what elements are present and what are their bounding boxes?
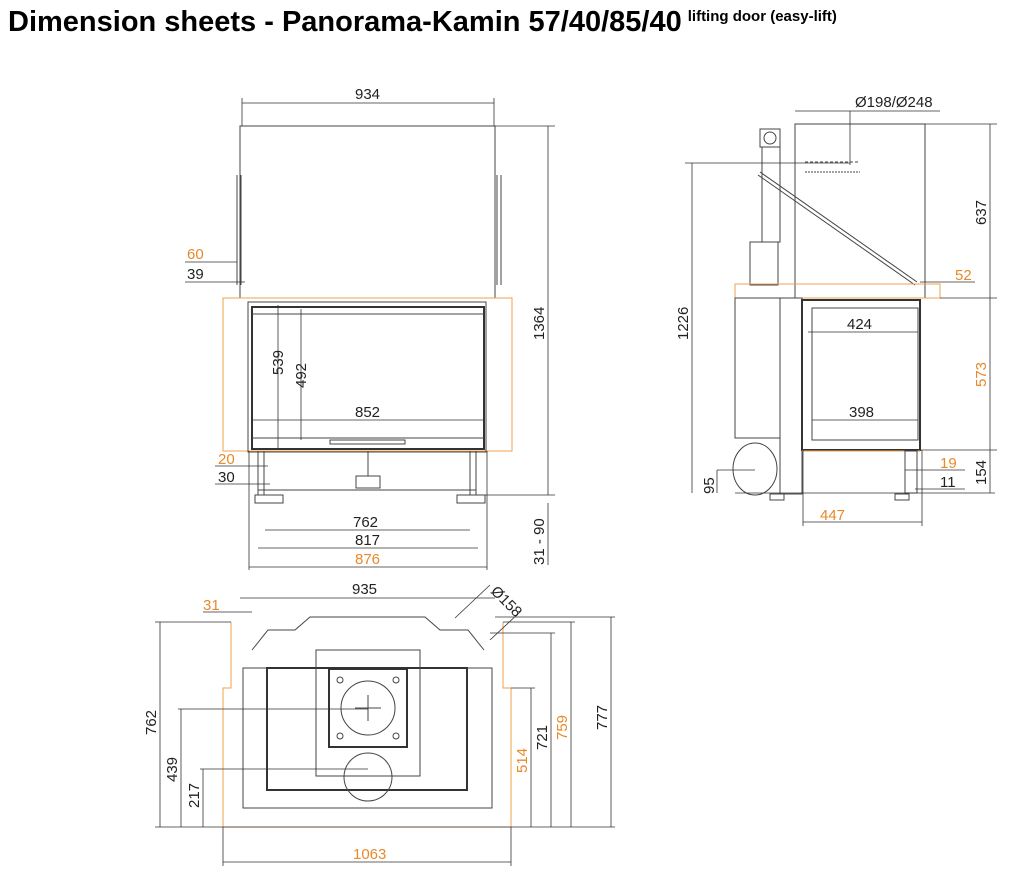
title-subtitle: lifting door (easy-lift): [687, 8, 837, 25]
dim-39: 39: [187, 266, 204, 283]
top-firebox: [266, 667, 468, 791]
air-inlet: [343, 752, 393, 802]
dim-217: 217: [186, 783, 203, 808]
dim-514: 514: [514, 748, 531, 773]
dim-1364: 1364: [531, 307, 548, 340]
dim-1063: 1063: [353, 846, 386, 863]
dim-721: 721: [534, 725, 551, 750]
front-installation-outline: [222, 297, 513, 452]
dim-95: 95: [701, 477, 718, 494]
side-hood: [794, 123, 926, 299]
dim-637: 637: [973, 200, 990, 225]
dim-492: 492: [293, 363, 310, 388]
dim-19: 19: [940, 455, 957, 472]
dim-424: 424: [847, 316, 872, 333]
dim-52: 52: [955, 267, 972, 284]
dim-31-90: 31 - 90: [531, 518, 548, 565]
dim-1226: 1226: [675, 307, 692, 340]
front-hood: [239, 125, 496, 299]
title-main: Dimension sheets - Panorama-Kamin 57/40/…: [8, 6, 682, 38]
side-installation-band: [734, 283, 941, 299]
dim-20: 20: [218, 451, 235, 468]
page-title: Dimension sheets - Panorama-Kamin 57/40/…: [8, 6, 837, 39]
dim-852: 852: [355, 404, 380, 421]
dim-154: 154: [973, 460, 990, 485]
dim-759: 759: [554, 715, 571, 740]
dim-934: 934: [355, 86, 380, 103]
dim-398: 398: [849, 404, 874, 421]
dim-top-762: 762: [143, 710, 160, 735]
ash-container: [732, 442, 778, 496]
top-view: 935 31 Ø158 762 439 217 514 721 759 777 …: [143, 581, 615, 866]
dim-762: 762: [353, 514, 378, 531]
dim-31: 31: [203, 597, 220, 614]
side-door-glass: [801, 299, 921, 451]
dim-539: 539: [270, 350, 287, 375]
dim-diameter-158: Ø158: [487, 583, 525, 621]
dim-935: 935: [352, 581, 377, 598]
dim-60: 60: [187, 246, 204, 263]
side-view: Ø198/Ø248 1226 637 573 154 52 424 398 19…: [675, 94, 997, 526]
dim-876: 876: [355, 551, 380, 568]
front-view: 934 1364 31 - 90 60 39 539 492 852 20 30…: [185, 86, 555, 570]
dim-573: 573: [973, 362, 990, 387]
front-door-glass: [251, 306, 485, 450]
dim-11: 11: [940, 474, 956, 491]
dim-flue-diameter: Ø198/Ø248: [855, 94, 933, 111]
dim-777: 777: [594, 705, 611, 730]
flue-opening: [340, 680, 396, 736]
dim-30: 30: [218, 469, 235, 486]
dim-817: 817: [355, 532, 380, 549]
flue-plate: [328, 668, 408, 748]
dim-447: 447: [820, 507, 845, 524]
dim-439: 439: [164, 757, 181, 782]
